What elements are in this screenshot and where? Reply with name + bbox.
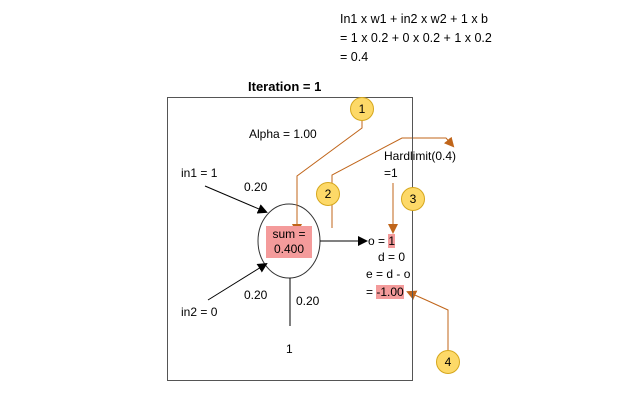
e-prefix: =: [366, 285, 377, 299]
o-prefix: o =: [368, 234, 389, 248]
output-e-line: e = d - o: [366, 267, 411, 281]
badge-4: 4: [436, 350, 460, 374]
output-o-line: o = 1: [368, 234, 396, 248]
o-value: 1: [388, 234, 396, 248]
output-d-line: d = 0: [378, 250, 406, 264]
iteration-frame: [167, 97, 413, 381]
formula-block: In1 x w1 + in2 x w2 + 1 x b = 1 x 0.2 + …: [340, 10, 492, 67]
callout-4-line: [406, 290, 449, 352]
hardlimit-result: =1: [384, 166, 398, 180]
e-value: -1.00: [376, 285, 404, 299]
in2-arrow: [207, 262, 268, 301]
output-e-result: = -1.00: [366, 285, 404, 299]
iteration-title: Iteration = 1: [248, 79, 322, 94]
bias-input-label: 1: [286, 342, 293, 356]
formula-line-1: In1 x w1 + in2 x w2 + 1 x b: [340, 12, 488, 26]
callout-1-line: [292, 118, 363, 234]
sum-label: sum =: [272, 227, 306, 241]
formula-line-2: = 1 x 0.2 + 0 x 0.2 + 1 x 0.2: [340, 31, 492, 45]
alpha-label: Alpha = 1.00: [249, 127, 317, 141]
w1-label: 0.20: [244, 180, 268, 194]
bias-weight-label: 0.20: [296, 294, 320, 308]
hardlimit-label: Hardlimit(0.4): [384, 149, 457, 163]
sum-value: 0.400: [273, 242, 305, 256]
in2-label: in2 = 0: [181, 305, 218, 319]
sum-box: sum = 0.400: [266, 226, 312, 258]
in1-label: in1 = 1: [181, 166, 218, 180]
badge-3: 3: [401, 187, 425, 211]
w2-label: 0.20: [244, 288, 268, 302]
in1-arrow: [204, 185, 268, 214]
formula-line-3: = 0.4: [340, 50, 369, 64]
badge-1: 1: [350, 97, 374, 121]
badge-2: 2: [316, 182, 340, 206]
